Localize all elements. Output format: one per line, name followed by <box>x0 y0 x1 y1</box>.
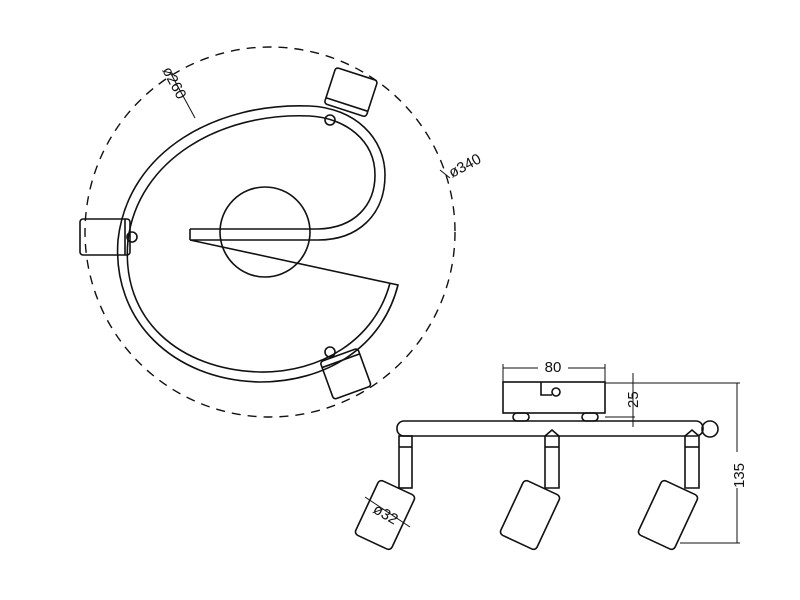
spot-joint-icon <box>324 346 336 358</box>
base-height-label: 25 <box>625 391 642 408</box>
side-view: 80 25 135 ø32 <box>354 359 748 551</box>
spot-joint-icon <box>324 114 336 126</box>
base-width-label: 80 <box>545 359 562 376</box>
spot-bar <box>396 420 704 437</box>
side-spot-2 <box>499 479 561 551</box>
dimension-line-340 <box>439 169 451 179</box>
spotlight-bottom <box>320 348 372 400</box>
top-view: ø260 ø340 <box>79 46 484 418</box>
spiral-arm <box>116 105 399 383</box>
side-spot-3 <box>637 479 699 551</box>
arm-diameter-label: ø260 <box>158 64 189 102</box>
outer-diameter-label: ø340 <box>446 150 484 181</box>
spotlight-top <box>324 67 378 118</box>
dimension-line-32 <box>364 496 411 528</box>
spot-diameter-label: ø32 <box>370 501 401 529</box>
ceiling-base <box>219 186 311 278</box>
outer-diameter-circle <box>84 46 456 418</box>
side-spot-1 <box>354 479 416 551</box>
spotlight-left <box>79 218 131 256</box>
mounting-box <box>502 381 606 414</box>
screw-icon <box>551 387 561 397</box>
dimension-line-260 <box>169 71 196 119</box>
total-height-label: 135 <box>731 463 748 488</box>
spot-joint-icon <box>126 231 138 243</box>
